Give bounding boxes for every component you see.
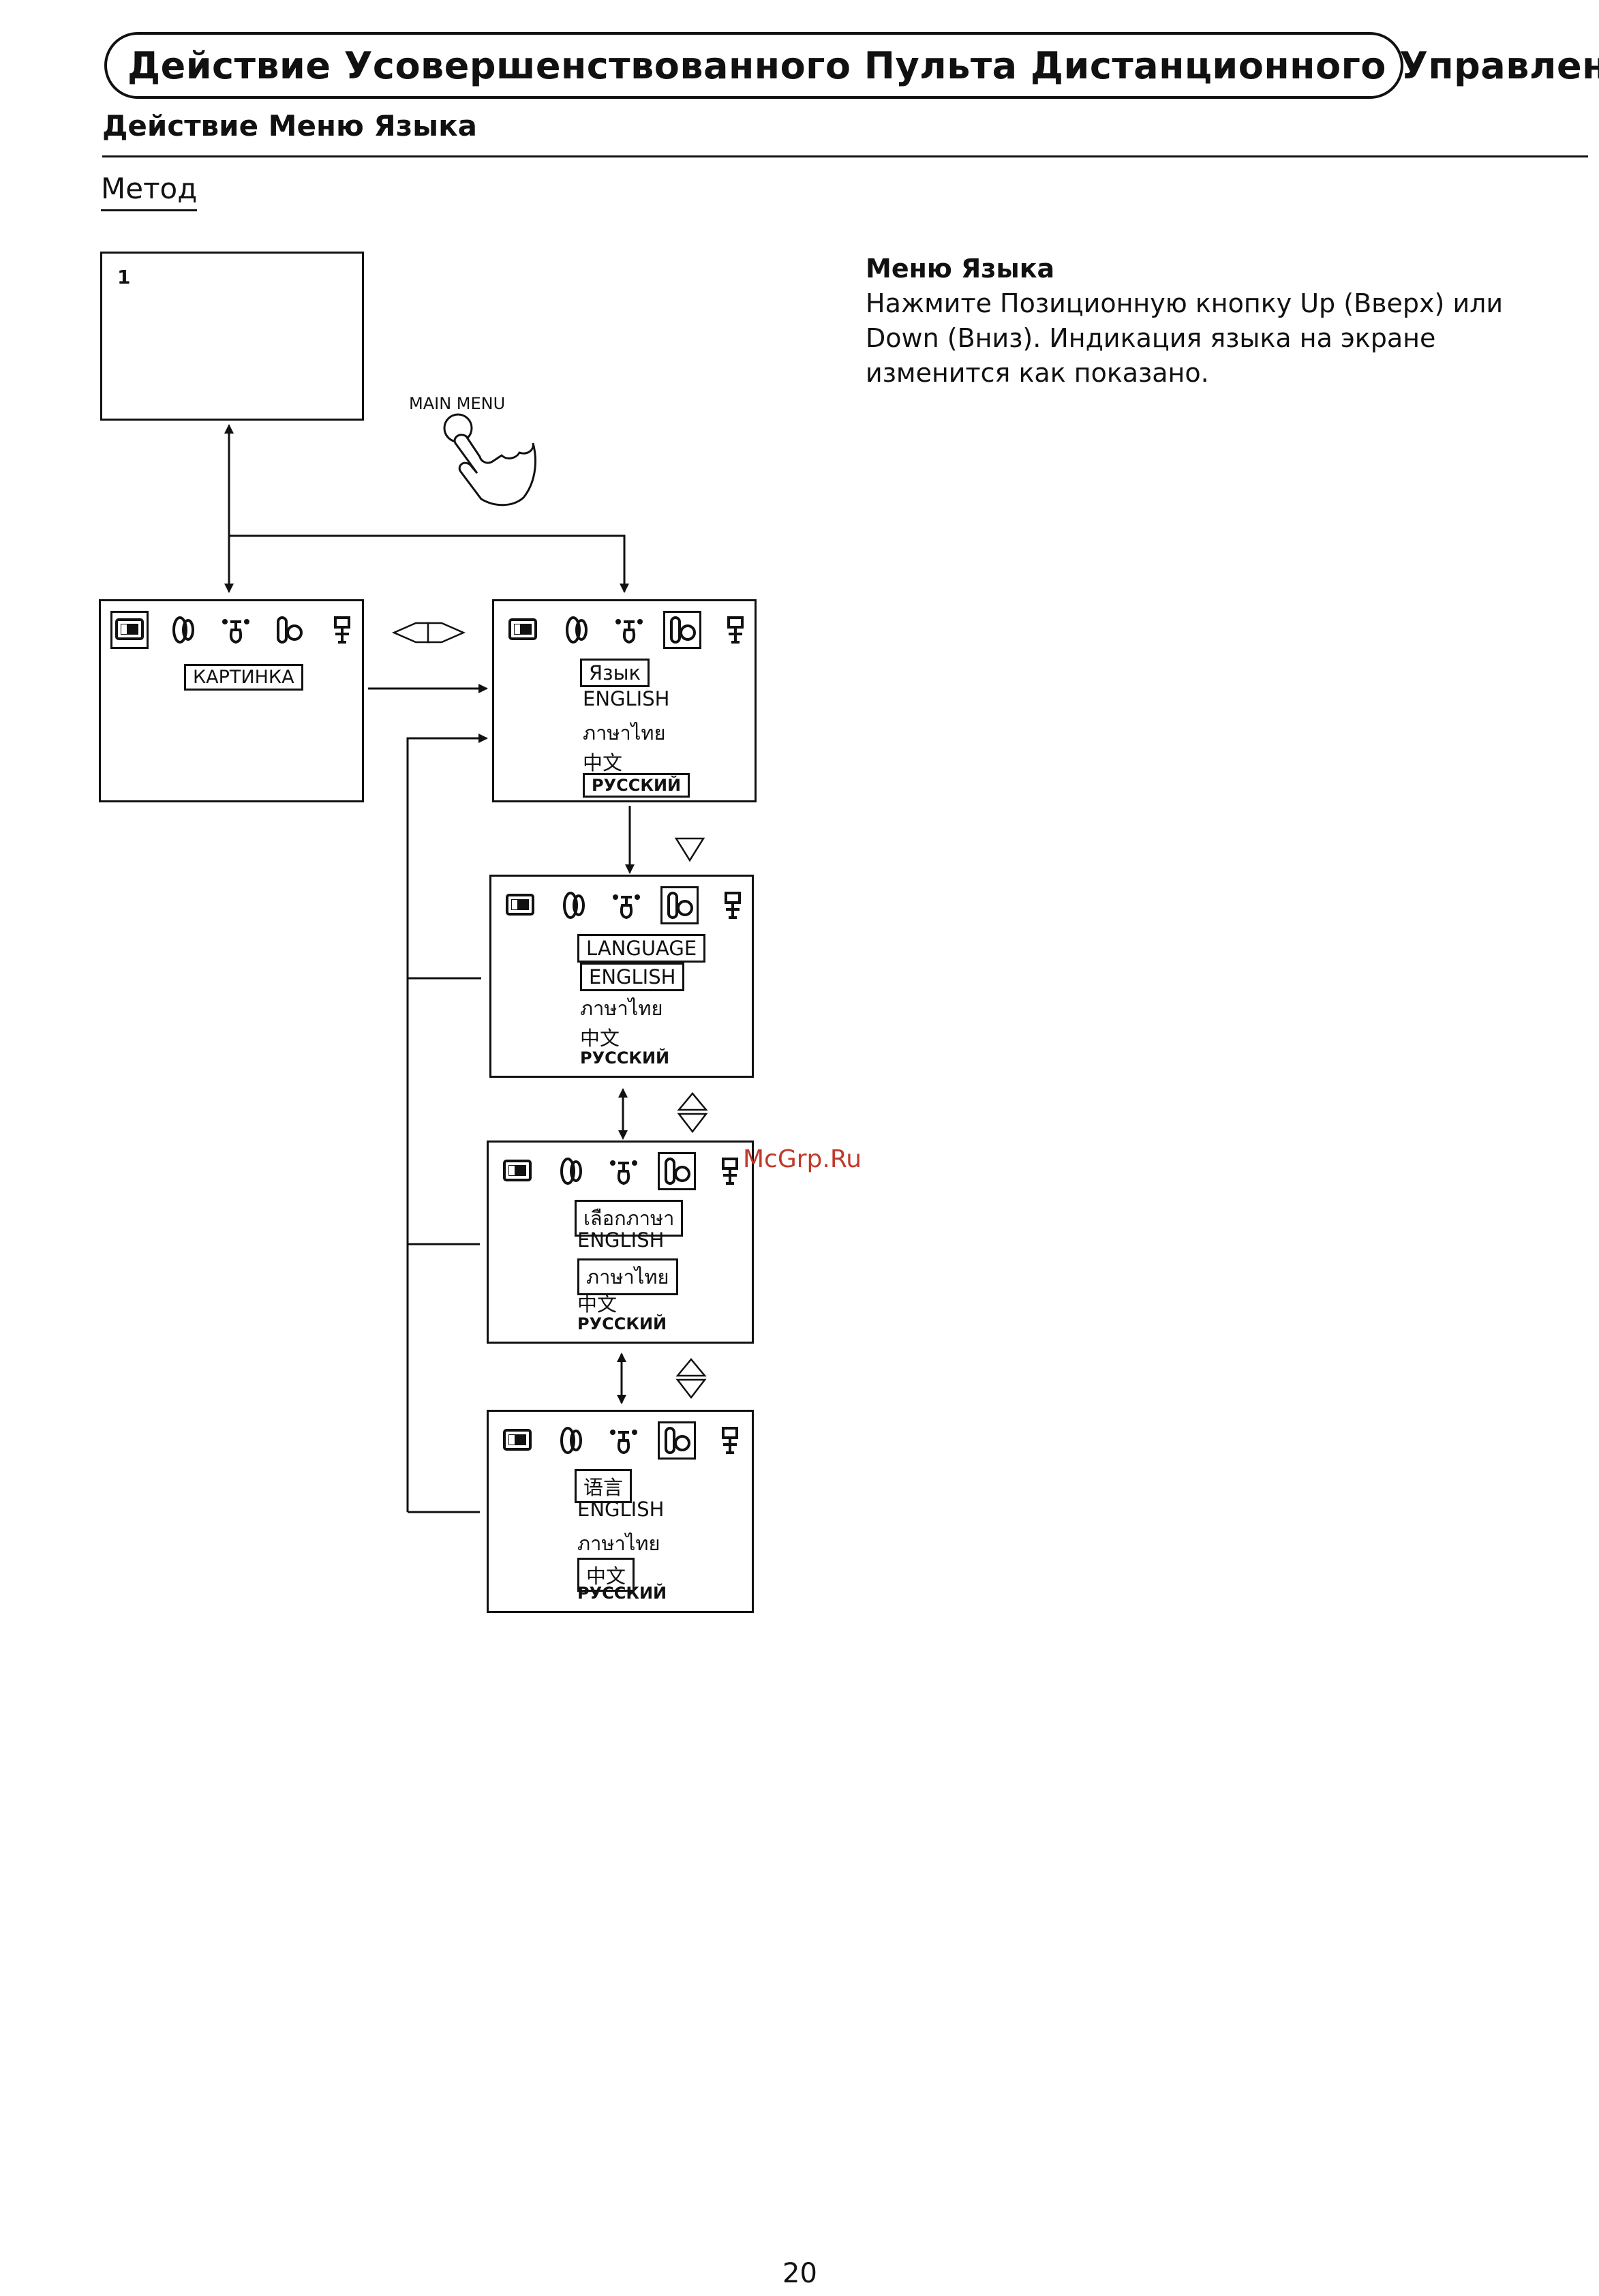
page-title: Действие Усовершенствованного Пульта Дис… bbox=[104, 32, 1599, 99]
section-title: Действие Меню Языка bbox=[102, 109, 477, 142]
flow-connectors bbox=[224, 413, 708, 1513]
language-option: ภาษาไทย bbox=[577, 1532, 660, 1555]
picture-icon bbox=[501, 886, 539, 924]
language-icon bbox=[660, 886, 699, 924]
language-menu-title: LANGUAGE bbox=[577, 934, 706, 963]
menu-icon-bar bbox=[504, 611, 770, 649]
menu-icon-bar bbox=[110, 611, 376, 649]
watermark: McGrp.Ru bbox=[743, 1145, 862, 1173]
language-menu-heading: Меню Языка bbox=[866, 254, 1055, 284]
language-menu-title: Язык bbox=[580, 659, 650, 687]
feature-icon bbox=[323, 611, 361, 649]
channel-number: 1 bbox=[117, 266, 131, 288]
language-option: РУССКИЙ bbox=[580, 1048, 670, 1068]
language-menu-title: 语言 bbox=[575, 1469, 633, 1503]
picture-icon bbox=[504, 611, 542, 649]
picture-icon bbox=[498, 1152, 536, 1190]
feature-icon bbox=[716, 611, 755, 649]
sound-icon bbox=[551, 1152, 590, 1190]
language-option: ภาษาไทย bbox=[580, 997, 663, 1020]
language-option: 中文 bbox=[577, 1293, 618, 1316]
setup-icon bbox=[610, 611, 648, 649]
setup-icon bbox=[605, 1152, 643, 1190]
language-icon bbox=[658, 1421, 696, 1460]
header-divider bbox=[102, 155, 1588, 157]
feature-icon bbox=[711, 1421, 749, 1460]
language-option: ENGLISH bbox=[577, 1228, 665, 1252]
language-option: ENGLISH bbox=[577, 1498, 665, 1521]
feature-icon bbox=[714, 886, 752, 924]
language-option: РУССКИЙ bbox=[577, 1314, 667, 1333]
language-option: 中文 bbox=[583, 751, 623, 774]
method-label: Метод bbox=[101, 172, 198, 211]
setup-icon bbox=[605, 1421, 643, 1460]
language-option: 中文 bbox=[577, 1558, 635, 1592]
picture-icon bbox=[498, 1421, 536, 1460]
language-option: ภาษาไทย bbox=[577, 1258, 678, 1295]
setup-icon bbox=[217, 611, 255, 649]
language-icon bbox=[663, 611, 701, 649]
menu-icon-bar bbox=[498, 1152, 764, 1190]
setup-icon bbox=[607, 886, 645, 924]
tv-screen-channel: 1 bbox=[100, 252, 364, 421]
language-icon bbox=[270, 611, 308, 649]
language-option: ENGLISH bbox=[580, 963, 685, 991]
language-option: ENGLISH bbox=[583, 687, 670, 710]
language-option: 中文 bbox=[580, 1027, 620, 1050]
picture-icon bbox=[110, 611, 149, 649]
sound-icon bbox=[551, 1421, 590, 1460]
hand-press-icon bbox=[443, 413, 537, 507]
language-menu-instructions: Нажмите Позиционную кнопку Up (Вверх) ил… bbox=[866, 288, 1504, 388]
picture-menu-title: КАРТИНКА bbox=[184, 664, 303, 691]
language-option: РУССКИЙ bbox=[583, 773, 690, 798]
language-option: РУССКИЙ bbox=[577, 1584, 667, 1603]
feature-icon bbox=[711, 1152, 749, 1190]
main-menu-button-label: MAIN MENU bbox=[409, 394, 506, 413]
menu-icon-bar bbox=[498, 1421, 764, 1460]
language-option: ภาษาไทย bbox=[583, 721, 666, 744]
language-menu-title: เลือกภาษา bbox=[575, 1200, 684, 1237]
page-number: 20 bbox=[782, 2258, 817, 2289]
picture-menu-screen: КАРТИНКА bbox=[99, 599, 364, 802]
menu-icon-bar bbox=[501, 886, 767, 924]
sound-icon bbox=[164, 611, 202, 649]
language-icon bbox=[658, 1152, 696, 1190]
sound-icon bbox=[557, 611, 595, 649]
sound-icon bbox=[554, 886, 592, 924]
